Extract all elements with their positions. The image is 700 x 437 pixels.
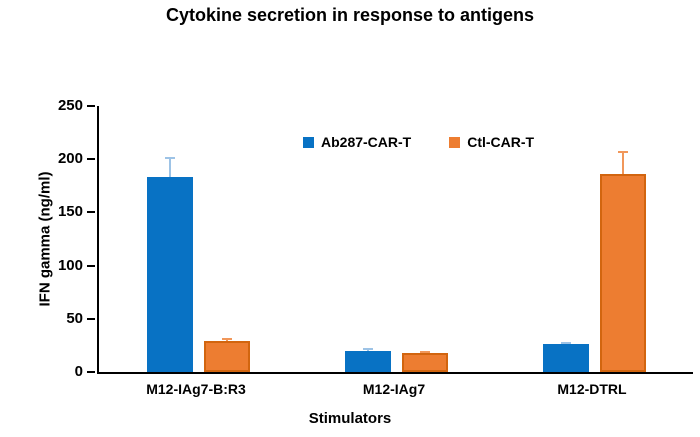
error-bar: [168, 157, 171, 178]
legend-label: Ctl-CAR-T: [467, 134, 535, 150]
y-tick-label: 250: [57, 97, 83, 114]
error-bar: [621, 150, 624, 175]
y-tick-label: 150: [57, 203, 83, 221]
legend-label: Ab287-CAR-T: [321, 134, 412, 150]
error-bar-cap: [164, 157, 175, 160]
bar-ab287-car-t-2: [344, 350, 391, 372]
bar-ctl-car-t-1: [203, 341, 250, 372]
category-label-2: M12-IAg7: [362, 381, 426, 397]
y-axis-title: IFN gamma (ng/ml): [36, 171, 54, 307]
error-bar-cap: [617, 150, 628, 153]
x-axis-title: Stimulators: [308, 410, 392, 427]
bar-ab287-car-t-1: [146, 177, 193, 372]
y-tick: [87, 371, 95, 373]
y-tick: [87, 211, 95, 214]
y-tick-label: 100: [57, 256, 83, 274]
legend-item-ctl-car-t: Ctl-CAR-T: [449, 134, 534, 150]
chart-title: Cytokine secretion in response to antige…: [165, 5, 535, 25]
bar-ctl-car-t-2: [401, 352, 448, 372]
legend: Ab287-CAR-T Ctl-CAR-T: [303, 134, 534, 150]
legend-item-ab287-car-t: Ab287-CAR-T: [303, 134, 411, 150]
y-tick: [87, 264, 95, 267]
y-tick-label: 200: [57, 150, 83, 168]
plot-area: 0 50 100 150 200 250: [58, 97, 693, 380]
y-tick: [87, 317, 95, 320]
y-tick-label: 50: [66, 309, 83, 327]
bar-ab287-car-t-3: [542, 344, 589, 372]
category-label-3: M12-DTRL: [557, 381, 627, 397]
legend-swatch-icon: [303, 136, 314, 148]
bar-ctl-car-t-3: [599, 174, 646, 372]
y-tick: [87, 158, 95, 161]
error-bar-cap: [419, 350, 430, 353]
legend-swatch-icon: [449, 136, 461, 148]
y-tick: [87, 105, 95, 107]
error-bar-cap: [221, 337, 232, 340]
error-bar-cap: [560, 342, 571, 345]
category-label-1: M12-IAg7-B:R3: [146, 381, 246, 397]
y-tick-label: 0: [74, 363, 83, 380]
error-bar-cap: [362, 347, 373, 350]
x-category-labels: M12-IAg7-B:R3 M12-IAg7 M12-DTRL: [97, 381, 691, 397]
